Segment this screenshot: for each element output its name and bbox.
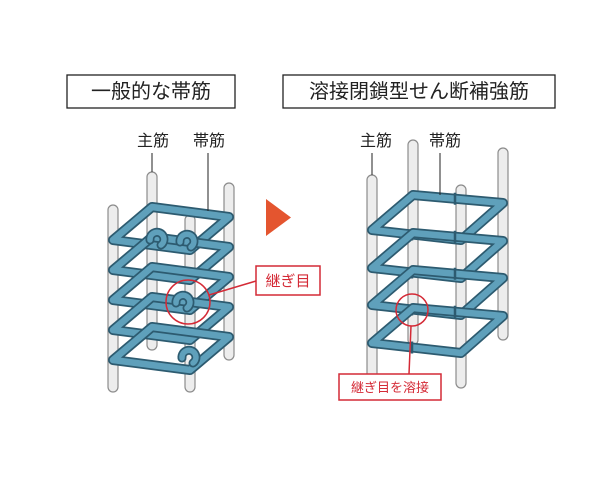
hoop-5 — [109, 323, 233, 374]
weld-callout-text: 継ぎ目を溶接 — [351, 380, 429, 396]
weld-highlight-circle — [395, 293, 429, 327]
right-main-bar-label: 主筋 — [360, 131, 392, 150]
main-bar-front-left — [366, 174, 378, 389]
joint-callout-text: 継ぎ目 — [265, 272, 310, 290]
right-hoop-label: 帯筋 — [429, 131, 461, 150]
hoop-hook-2 — [177, 231, 197, 250]
right-title-frame — [282, 74, 556, 109]
hoop-2 — [109, 233, 233, 284]
right-title-box: 溶接閉鎖型せん断補強筋 — [282, 74, 556, 109]
right-labels: 主筋 帯筋 — [360, 131, 461, 195]
joint-callout-box — [255, 265, 321, 296]
left-main-bar-label: 主筋 — [137, 131, 169, 150]
left-title: 一般的な帯筋 — [91, 79, 211, 103]
weld-callout-box — [338, 373, 442, 401]
hoop-3 — [109, 263, 233, 314]
right-weld-callout: 継ぎ目を溶接 — [338, 293, 442, 401]
hoop-hook-3 — [173, 292, 193, 311]
left-labels: 主筋 帯筋 — [137, 131, 225, 211]
left-title-box: 一般的な帯筋 — [66, 74, 236, 109]
joint-highlight-circle — [165, 279, 211, 325]
left-joint-callout: 継ぎ目 — [165, 265, 321, 325]
left-title-frame — [66, 74, 236, 109]
triangle-arrow-right-icon — [266, 199, 291, 236]
left-hoop-label: 帯筋 — [193, 131, 225, 150]
hoop-hook-1 — [147, 229, 167, 248]
hoop-hook-4 — [179, 347, 199, 366]
joint-callout-leader — [208, 280, 257, 296]
left-rebar-cage — [107, 171, 235, 393]
right-rebar-cage — [366, 139, 509, 389]
hoop-4 — [109, 293, 233, 344]
weld-callout-leader — [408, 325, 412, 375]
right-title: 溶接閉鎖型せん断補強筋 — [309, 79, 529, 103]
